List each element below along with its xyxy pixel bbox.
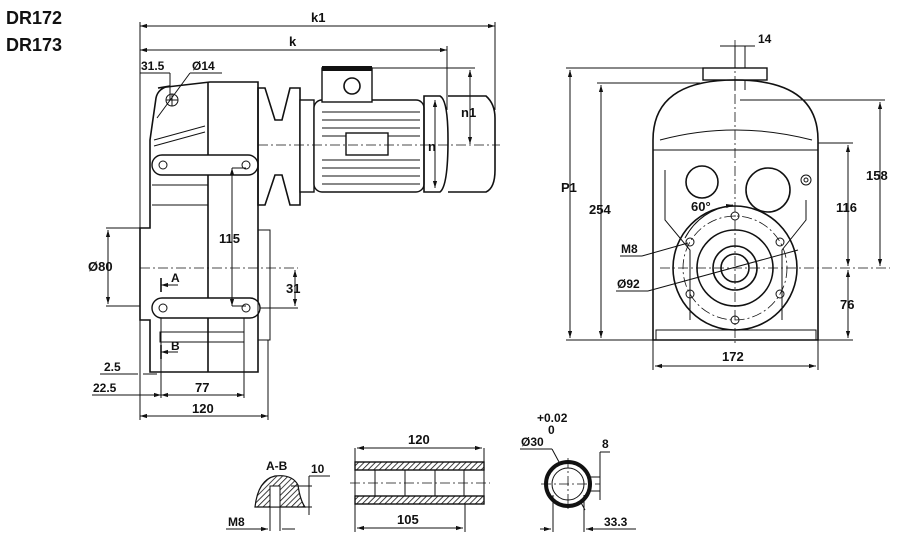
- dim-2-5: 2.5: [104, 360, 121, 374]
- bore-diameter: Ø30: [521, 435, 544, 449]
- depth-10: 10: [311, 462, 325, 476]
- dim-31: 31: [286, 281, 300, 296]
- section-marker-a: A: [171, 271, 180, 285]
- dim-77: 77: [195, 380, 209, 395]
- angle-60: 60°: [691, 199, 711, 214]
- dim-14: 14: [758, 32, 772, 46]
- tolerance-upper: +0.02: [537, 411, 568, 425]
- dim-hole-diameter: Ø14: [192, 59, 215, 73]
- dim-115: 115: [219, 231, 240, 246]
- key-width-8: 8: [602, 437, 609, 451]
- front-thread-m8: M8: [621, 242, 638, 256]
- bore-detail: +0.02 0 Ø30 8 33.3: [520, 411, 636, 532]
- section-ab-detail: A-B 10 M8: [226, 459, 330, 532]
- shaft-length-120: 120: [408, 432, 430, 447]
- motor-fins: [322, 111, 420, 185]
- shaft-length-105: 105: [397, 512, 419, 527]
- section-title: A-B: [266, 459, 288, 473]
- dim-172: 172: [722, 349, 744, 364]
- dim-76: 76: [840, 297, 854, 312]
- dim-n1: n1: [461, 105, 476, 120]
- dim-254: 254: [589, 202, 611, 217]
- section-marker-b: B: [171, 339, 180, 353]
- dim-158: 158: [866, 168, 888, 183]
- dim-31-5: 31.5: [141, 59, 165, 73]
- dim-n: n: [428, 139, 436, 154]
- dim-120: 120: [192, 401, 214, 416]
- front-view: 14 60° M8 Ø9: [561, 32, 890, 370]
- bore-depth-33-3: 33.3: [604, 515, 628, 529]
- dim-116: 116: [836, 200, 857, 215]
- model-title-1: DR172: [6, 8, 62, 28]
- dim-22-5: 22.5: [93, 381, 117, 395]
- side-view: k1 k 31.5 Ø14: [88, 10, 500, 420]
- dim-d80: Ø80: [88, 259, 113, 274]
- hollow-shaft-detail: 120 105: [350, 432, 490, 532]
- dim-pcd-92: Ø92: [617, 277, 640, 291]
- section-thread-m8: M8: [228, 515, 245, 529]
- model-title-2: DR173: [6, 35, 62, 55]
- dim-k: k: [289, 34, 297, 49]
- dim-k1: k1: [311, 10, 325, 25]
- tolerance-lower: 0: [548, 423, 555, 437]
- dim-p1: P1: [561, 180, 577, 195]
